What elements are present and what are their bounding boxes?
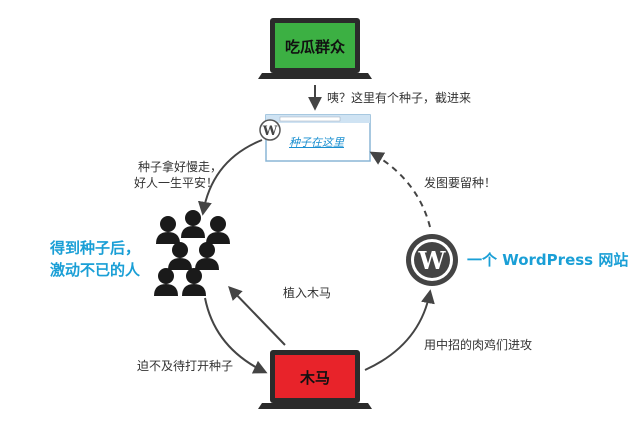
browser-link-text: 种子在这里 <box>289 136 344 149</box>
label-browser-to-crowd-line1: 种子拿好慢走， <box>138 160 223 174</box>
crowd-callout-line2: 激动不已的人 <box>50 261 141 279</box>
arrow-wordpress-to-browser <box>369 151 431 228</box>
arrows <box>197 85 435 374</box>
arrow-crowd-to-trojan <box>204 297 268 374</box>
label-trojan-to-crowd: 植入木马 <box>283 286 332 300</box>
svg-text:W: W <box>262 124 278 139</box>
people-group-icon <box>154 210 230 296</box>
crowd-callout-line1: 得到种子后， <box>50 239 141 257</box>
arrow-trojan-to-crowd <box>228 285 286 346</box>
top-laptop-label: 吃瓜群众 <box>284 38 345 56</box>
label-browser-to-crowd-line2: 好人一生平安！ <box>134 176 219 190</box>
label-wordpress-to-browser: 发图要留种！ <box>424 176 497 190</box>
label-crowd-to-trojan: 迫不及待打开种子 <box>137 359 234 373</box>
browser-window-icon: W <box>259 114 371 162</box>
bottom-laptop-label: 木马 <box>299 369 330 387</box>
wordpress-callout: 一个 WordPress 网站 <box>467 251 629 269</box>
arrow-trojan-to-wordpress <box>364 289 435 371</box>
top-laptop-icon <box>258 18 372 79</box>
bottom-laptop-icon <box>258 350 372 409</box>
arrow-browser-to-crowd <box>197 139 263 216</box>
label-trojan-to-wordpress: 用中招的肉鸡们进攻 <box>424 338 533 352</box>
svg-text:W: W <box>418 246 447 275</box>
wordpress-logo-icon: W <box>406 234 458 286</box>
label-top-to-browser: 咦？这里有个种子，截进来 <box>327 91 472 105</box>
